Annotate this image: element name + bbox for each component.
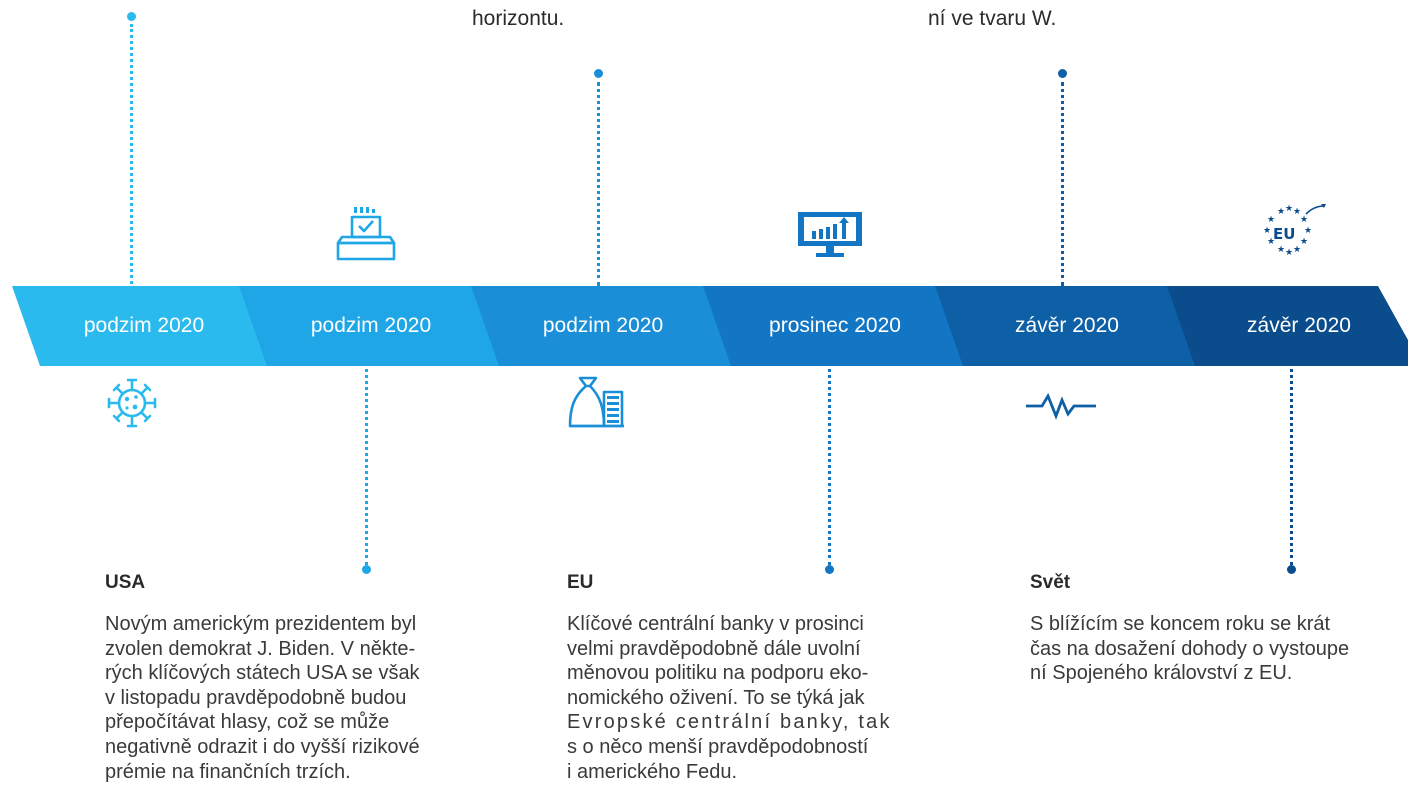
top-text-fragment-3: ní ve tvaru W.: [928, 7, 1057, 30]
connector-dot-top-3: [593, 68, 603, 78]
section-body-svet: S blížícím se koncem roku se krát čas na…: [1030, 612, 1400, 686]
connector-line-top-5: [1060, 82, 1064, 286]
section-line: Novým americkým prezidentem byl: [105, 613, 417, 635]
top-text-fragment-2: horizontu.: [472, 7, 565, 30]
money-bag-icon: [568, 376, 624, 428]
section-line: v listopadu pravděpodobně budou: [105, 686, 407, 709]
svg-text:★: ★: [1285, 204, 1293, 214]
pulse-icon: [1026, 392, 1096, 420]
svg-text:★: ★: [1300, 215, 1308, 225]
timeline-label-6: závěr 2020: [1247, 314, 1351, 337]
section-line: ní Spojeného království z EU.: [1030, 662, 1293, 685]
section-body-eu: Klíčové centrální banky v prosinci velmi…: [567, 612, 947, 784]
svg-text:★: ★: [1300, 237, 1308, 247]
eu-stars-icon: ★★★ ★★ ★★ ★★ ★★★ EU: [1263, 204, 1326, 258]
timeline-segment-5: [935, 286, 1199, 366]
svg-text:★: ★: [1285, 248, 1293, 258]
timeline-segment-1: [12, 286, 276, 366]
connector-dot-top-1: [126, 11, 136, 21]
connector-line-bottom-2: [364, 350, 368, 565]
connector-line-top-3: [596, 82, 600, 286]
section-line: Evropské centrální banky, tak: [567, 711, 892, 734]
svg-text:★: ★: [1277, 245, 1285, 255]
timeline-segment-6: [1167, 286, 1408, 366]
connector-dot-bottom-6: [1286, 564, 1296, 574]
timeline-segment-4: [703, 286, 967, 366]
section-line: nomického oživení. To se týká jak: [567, 686, 865, 709]
timeline-segment-3: [471, 286, 735, 366]
timeline-segment-2: [239, 286, 503, 366]
section-line: čas na dosažení dohody o vystoupe: [1030, 637, 1350, 660]
svg-text:★: ★: [1263, 226, 1271, 236]
section-line: měnovou politiku na podporu eko-: [567, 662, 869, 685]
svg-text:★: ★: [1277, 207, 1285, 217]
svg-text:EU: EU: [1273, 225, 1295, 243]
section-title-eu: EU: [567, 572, 594, 593]
svg-text:★: ★: [1293, 245, 1301, 255]
section-line: negativně odrazit i do vyšší rizikové: [105, 735, 420, 758]
section-line: velmi pravděpodobně dále uvolní: [567, 637, 861, 660]
timeline-label-5: závěr 2020: [1015, 314, 1119, 337]
section-line: přepočítávat hlasy, což se může: [105, 711, 390, 734]
timeline-label-4: prosinec 2020: [769, 314, 901, 337]
section-line: S blížícím se koncem roku se krát: [1030, 613, 1331, 635]
timeline-label-1: podzim 2020: [83, 314, 205, 337]
svg-text:★: ★: [1304, 226, 1312, 236]
timeline-label-3: podzim 2020: [542, 314, 664, 337]
section-line: zvolen demokrat J. Biden. V někte-: [105, 637, 416, 660]
section-line: prémie na finančních trzích.: [105, 760, 351, 783]
connector-line-bottom-6: [1289, 350, 1293, 565]
connector-dot-bottom-2: [361, 564, 371, 574]
section-line: Klíčové centrální banky v prosinci: [567, 613, 864, 635]
section-line: s o něco menší pravděpodobností: [567, 735, 869, 758]
svg-text:★: ★: [1293, 207, 1301, 217]
section-body-usa: Novým americkým prezidentem byl zvolen d…: [105, 612, 485, 784]
section-title-usa: USA: [105, 572, 146, 593]
timeline-label-2: podzim 2020: [310, 314, 432, 337]
section-line: rých klíčových státech USA se však: [105, 662, 420, 685]
section-title-svet: Svět: [1030, 572, 1071, 593]
section-line: i amerického Fedu.: [567, 760, 738, 783]
svg-text:★: ★: [1267, 215, 1275, 225]
chart-monitor-icon: [798, 212, 862, 257]
connector-line-top-1: [129, 24, 133, 284]
svg-text:★: ★: [1267, 237, 1275, 247]
connector-line-bottom-4: [827, 350, 831, 565]
virus-icon: [107, 378, 157, 428]
ballot-box-icon: [336, 207, 396, 261]
connector-dot-bottom-4: [824, 564, 834, 574]
connector-dot-top-5: [1057, 68, 1067, 78]
